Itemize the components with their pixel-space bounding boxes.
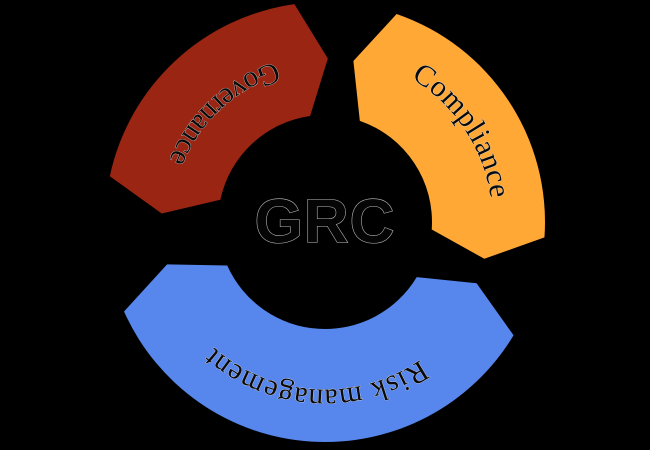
center-hub bbox=[222, 119, 428, 325]
center-label-grc: GRC bbox=[255, 188, 396, 257]
segment-risk-management-shape[interactable] bbox=[124, 264, 514, 443]
segment-governance-shape[interactable] bbox=[109, 4, 328, 214]
segment-compliance-shape[interactable] bbox=[353, 13, 545, 259]
segment-risk-management[interactable]: Risk management bbox=[124, 264, 514, 443]
segment-compliance[interactable]: Compliance bbox=[353, 13, 545, 259]
